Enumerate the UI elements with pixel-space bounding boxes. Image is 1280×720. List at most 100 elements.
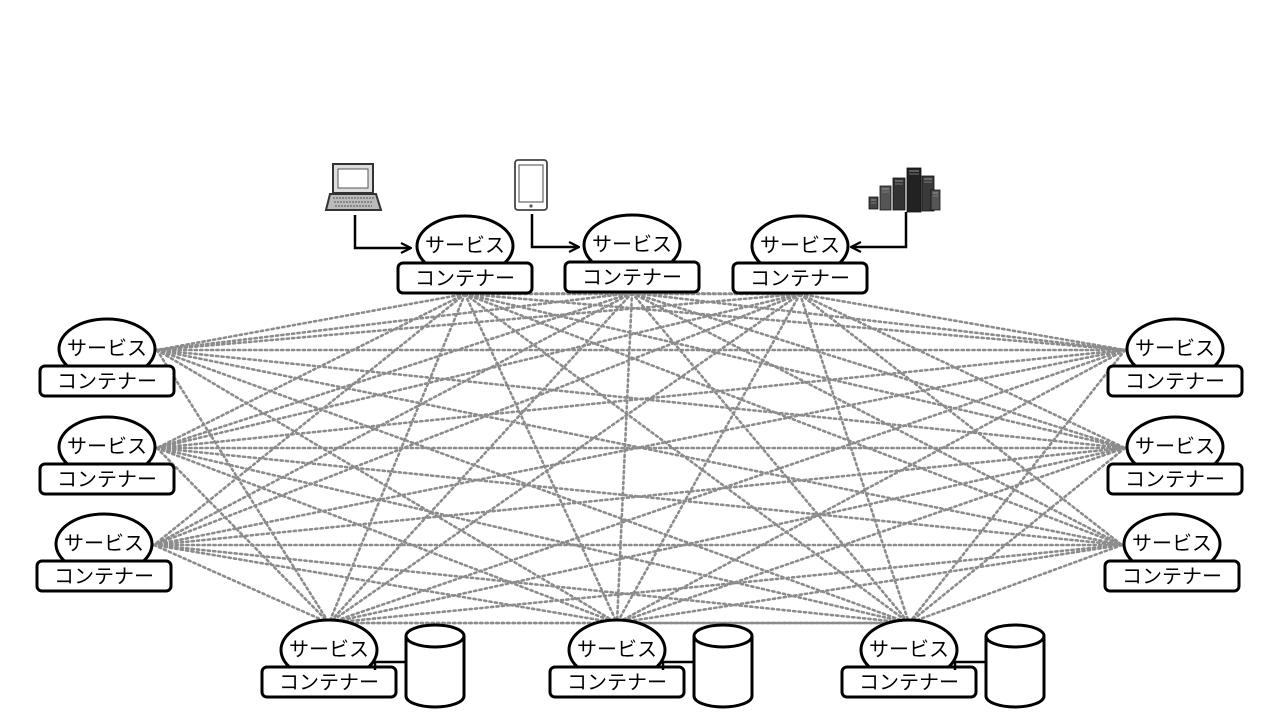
database-icon (661, 623, 754, 709)
container-box (731, 261, 869, 295)
mesh-connection-16 (630, 291, 1127, 450)
mesh-connection-36 (155, 348, 1127, 450)
mesh-connection-43 (152, 446, 1127, 547)
mesh-connection-21 (155, 292, 802, 352)
mesh-connection-54 (327, 543, 1124, 625)
service-label: サービス (289, 637, 369, 661)
client-icons (324, 159, 941, 213)
container-label: コンテナー (279, 670, 379, 694)
mesh-connection-13 (155, 291, 634, 450)
mesh-connection-55 (615, 543, 1124, 625)
container-box (548, 665, 686, 699)
service-nodes: サービスコンテナーサービスコンテナーサービスコンテナーサービスコンテナーサービス… (35, 213, 1244, 709)
service-label: サービス (67, 434, 147, 458)
container-box (260, 665, 398, 699)
service-label: サービス (760, 233, 840, 257)
container-box (38, 462, 176, 496)
service-label: サービス (64, 531, 144, 555)
service-label: サービス (1132, 531, 1212, 555)
service-label: サービス (592, 232, 672, 256)
mesh-connection-41 (155, 446, 911, 625)
server-rack-icon (868, 167, 941, 213)
mesh-connection-47 (152, 543, 911, 625)
mesh-connection-51 (327, 446, 1127, 625)
mesh-connection-52 (615, 446, 1127, 625)
mesh-connection-56 (907, 543, 1124, 625)
container-label: コンテナー (415, 266, 515, 290)
mesh-connection-42 (152, 348, 1127, 547)
mesh-connection-33 (155, 348, 331, 625)
mesh-connection-40 (155, 446, 619, 625)
mesh-connection-17 (630, 291, 1124, 547)
container-box (1103, 559, 1241, 593)
container-label: コンテナー (1122, 564, 1222, 588)
mesh-connection-5 (463, 292, 1127, 352)
client-arrow-2 (852, 212, 908, 247)
container-box (38, 364, 176, 398)
mesh-connection-22 (155, 292, 802, 450)
tablet-icon (514, 159, 548, 211)
mesh-connection-12 (155, 291, 634, 352)
mesh-connection-2 (155, 292, 467, 352)
mesh-connection-20 (630, 291, 911, 625)
mesh-connection-46 (152, 543, 619, 625)
container-label: コンテナー (582, 265, 682, 289)
database-icon (373, 623, 466, 709)
mesh-connection-48 (327, 348, 1127, 625)
container-box (1106, 462, 1244, 496)
mesh-connection-27 (327, 292, 802, 625)
container-box (563, 260, 701, 294)
container-box (35, 559, 173, 593)
mesh-connection-45 (152, 543, 331, 625)
mesh-connection-7 (463, 292, 1124, 547)
mesh-connection-4 (152, 292, 467, 547)
client-arrow-0 (353, 215, 410, 248)
container-box (840, 665, 978, 699)
mesh-connection-49 (615, 348, 1127, 625)
mesh-connection-53 (907, 446, 1127, 625)
container-label: コンテナー (859, 670, 959, 694)
container-label: コンテナー (1125, 467, 1225, 491)
mesh-connection-19 (615, 291, 634, 625)
service-label: サービス (425, 233, 505, 257)
mesh-connection-9 (463, 292, 619, 625)
database-icon (953, 623, 1046, 709)
container-label: コンテナー (57, 467, 157, 491)
service-label: サービス (67, 336, 147, 360)
container-label: コンテナー (750, 266, 850, 290)
mesh-connection-24 (798, 292, 1127, 352)
mesh-connection-25 (798, 292, 1127, 450)
container-label: コンテナー (1125, 369, 1225, 393)
container-label: コンテナー (567, 670, 667, 694)
mesh-connection-6 (463, 292, 1127, 450)
mesh-connection-29 (798, 292, 911, 625)
mesh-connection-39 (155, 446, 331, 625)
mesh-connections (152, 291, 1127, 625)
client-arrows (353, 212, 908, 248)
container-box (1106, 364, 1244, 398)
service-label: サービス (577, 637, 657, 661)
service-label: サービス (1135, 434, 1215, 458)
mesh-connection-8 (327, 292, 467, 625)
service-label: サービス (869, 637, 949, 661)
mesh-connection-3 (155, 292, 467, 450)
service-label: サービス (1135, 336, 1215, 360)
container-box (396, 261, 534, 295)
container-label: コンテナー (57, 369, 157, 393)
mesh-connection-14 (152, 291, 634, 547)
mesh-connection-23 (152, 292, 802, 547)
